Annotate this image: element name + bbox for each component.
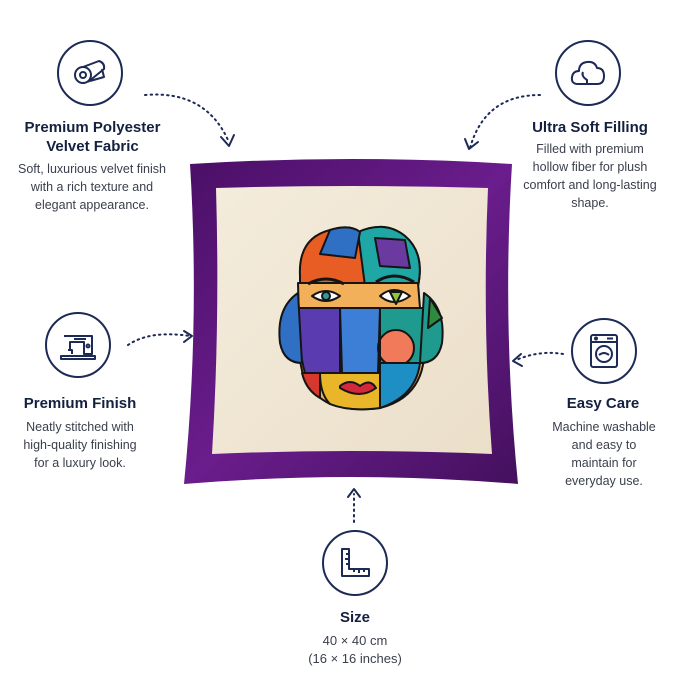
fabric-desc-line1: Soft, luxurious velvet finish <box>18 162 166 176</box>
filling-feature-icon-badge <box>555 40 621 106</box>
finish-desc-line2: high-quality finishing <box>23 438 137 452</box>
arrowhead-care <box>512 353 523 367</box>
filling-description: Filled with premium hollow fiber for plu… <box>505 140 675 212</box>
cushion-image <box>184 159 518 484</box>
cloud-icon <box>570 60 605 85</box>
size-feature-icon-badge <box>322 530 388 596</box>
fabric-title-line1: Premium Polyester <box>24 119 161 136</box>
arrowhead-finish <box>183 330 193 343</box>
sewing-machine-icon <box>60 335 96 360</box>
finish-desc-line3: for a luxury look. <box>34 456 126 470</box>
size-description: 40 × 40 cm (16 × 16 inches) <box>290 632 420 668</box>
care-feature-icon-badge <box>571 318 637 384</box>
size-desc-line1: 40 × 40 cm <box>322 633 388 648</box>
care-desc-line2: and easy to <box>571 438 637 452</box>
care-desc-line3: maintain for <box>571 456 637 470</box>
fabric-title-line2: Velvet Fabric <box>46 138 139 155</box>
care-title-line1: Easy Care <box>566 395 640 412</box>
finish-description: Neatly stitched with high-quality finish… <box>5 418 155 472</box>
fabric-desc-line3: elegant appearance. <box>35 198 149 212</box>
care-desc-line4: everyday use. <box>565 474 643 488</box>
care-description: Machine washable and easy to maintain fo… <box>540 418 668 490</box>
fabric-title: Premium Polyester Velvet Fabric <box>10 118 175 156</box>
fabric-description: Soft, luxurious velvet finish with a ric… <box>2 160 182 214</box>
finish-feature-icon-badge <box>45 312 111 378</box>
finish-desc-line1: Neatly stitched with <box>26 420 134 434</box>
fabric-roll-icon <box>74 60 106 84</box>
filling-title-line1: Ultra Soft Filling <box>532 119 648 136</box>
arrow-finish <box>127 333 191 346</box>
care-title: Easy Care <box>548 394 658 413</box>
filling-title: Ultra Soft Filling <box>510 118 670 137</box>
arrow-fabric <box>144 93 229 141</box>
arrowhead-fabric <box>220 134 235 147</box>
ruler-icon <box>341 548 370 577</box>
finish-title-line1: Premium Finish <box>23 395 137 412</box>
size-title-line1: Size <box>339 609 370 626</box>
fabric-desc-line2: with a rich texture and <box>30 180 154 194</box>
fabric-feature-icon-badge <box>57 40 123 106</box>
size-desc-line2: (16 × 16 inches) <box>308 651 402 666</box>
filling-desc-line3: comfort and long-lasting <box>523 178 657 192</box>
arrow-filling <box>469 94 541 149</box>
abstract-face-artwork <box>278 225 444 411</box>
arrowhead-filling <box>464 138 479 150</box>
finish-title: Premium Finish <box>10 394 150 413</box>
filling-desc-line1: Filled with premium <box>536 142 644 156</box>
arrow-care <box>515 351 564 361</box>
filling-desc-line4: shape. <box>571 196 609 210</box>
care-desc-line1: Machine washable <box>552 420 656 434</box>
filling-desc-line2: hollow fiber for plush <box>532 160 648 174</box>
arrowhead-size <box>347 488 361 498</box>
size-title: Size <box>300 608 410 627</box>
washing-machine-icon <box>590 334 618 368</box>
